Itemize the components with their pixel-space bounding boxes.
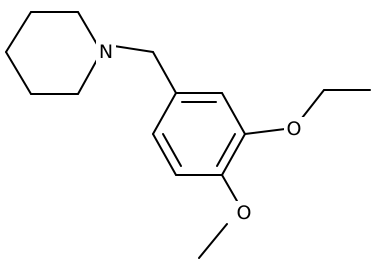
bond [5,11,32,53]
atom-nitrogen: N [96,40,116,64]
nitrogen-label: N [99,41,113,63]
oxygen-methoxy-label: O [237,202,252,224]
bond [221,133,246,176]
bond [152,133,177,176]
double-bond-inner [162,133,182,167]
ethoxy-group [244,89,371,135]
benzene-ring [152,92,246,176]
piperidine-ring [5,11,99,95]
atom-oxygen-ethoxy: O [284,117,304,141]
double-bond-inner [216,133,236,167]
bond [77,11,99,47]
atom-oxygen-methoxy: O [234,201,254,225]
methoxy-group [198,174,238,259]
bond [5,51,32,95]
bond [198,223,228,259]
bond [244,128,286,135]
bond [221,174,238,202]
bond [301,89,325,119]
bond [77,57,99,95]
bond [221,92,246,135]
oxygen-ethoxy-label: O [287,118,302,140]
methylene-linker [113,45,177,94]
bond [113,45,154,53]
bond [152,92,177,135]
bond [152,51,177,94]
